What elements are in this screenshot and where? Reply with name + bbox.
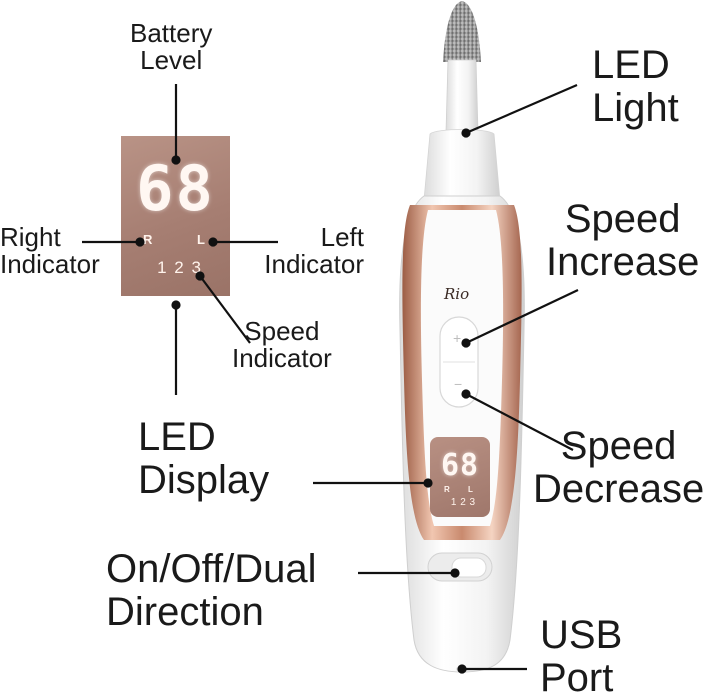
device-battery-digits: 68 [440,448,480,483]
device-speed-numbers: 1 2 3 [450,497,476,508]
leader-speed-decrease [465,393,574,451]
power-switch-knob [451,557,487,578]
brand-logo: Rio [444,285,470,303]
speed-numbers: 1 2 3 [157,258,201,277]
leader-led-light [465,83,578,135]
drill-bit [443,1,481,62]
left-indicator-letter: L [197,232,205,247]
leader-speed-indicator [199,275,251,344]
battery-digits: 68 [136,152,215,225]
plus-icon: + [453,330,462,346]
leader-speed-increase [465,289,579,344]
device-right-indicator: R [444,485,450,494]
device-left-indicator: L [468,485,473,494]
zoomed-display-panel: 68 R L 1 2 3 [121,136,230,296]
minus-icon: − [454,376,463,392]
device-led-display: 68 R L 1 2 3 [430,437,490,517]
right-indicator-letter: R [143,232,153,247]
collar [423,129,501,201]
